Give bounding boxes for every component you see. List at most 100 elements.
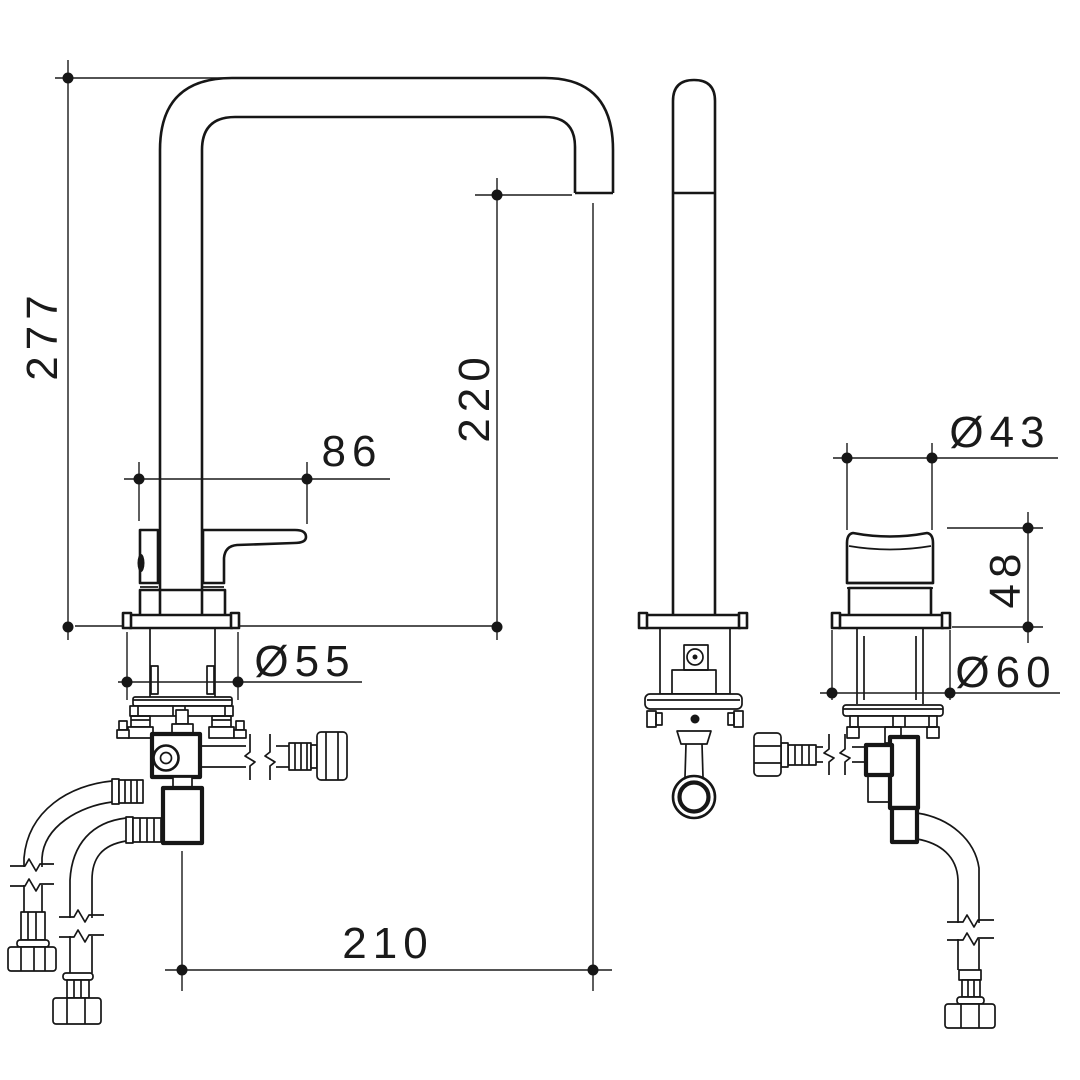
hose-ribbed-fitting xyxy=(961,979,981,998)
dim-label-body-base-diameter: Ø55 xyxy=(254,637,355,686)
valve-lower-block xyxy=(160,785,205,846)
flex-hose-down-right xyxy=(916,812,996,1029)
hose-connector-nut xyxy=(52,997,102,1025)
hose-collar xyxy=(125,816,134,844)
dim-label-outlet-height: 220 xyxy=(450,351,499,442)
dim-label-remote-base-diameter: Ø60 xyxy=(955,648,1056,697)
lower-body xyxy=(138,588,227,618)
break-symbol xyxy=(947,932,994,946)
break-symbol xyxy=(264,734,276,780)
side-nub xyxy=(926,726,940,739)
dim-label-handle-projection: 86 xyxy=(322,427,383,476)
backnut-plate xyxy=(132,696,233,707)
screw-center xyxy=(692,654,698,660)
side-tab xyxy=(727,712,735,726)
ring-stem xyxy=(701,743,704,778)
side-tab xyxy=(655,712,663,726)
valve-body xyxy=(149,731,203,780)
hose-connector-nut xyxy=(316,731,348,781)
inlet-valve-assembly xyxy=(149,709,205,846)
flex-hose-left-upper xyxy=(7,778,144,972)
control-knob xyxy=(845,531,935,585)
dimensions: 277 220 86 Ø55 xyxy=(18,60,1060,991)
break-symbol xyxy=(10,858,54,872)
dim-label-remote-handle-diameter: Ø43 xyxy=(949,408,1050,457)
valve-lower-detail xyxy=(867,774,891,803)
hose-collar xyxy=(956,996,985,1005)
fixing-screw xyxy=(686,648,704,666)
valve-side-block xyxy=(863,742,895,778)
center-screw xyxy=(690,714,700,724)
dimension-remote-handle-diameter: Ø43 xyxy=(833,408,1058,530)
spout-column xyxy=(671,78,717,616)
flex-hose-left-lower xyxy=(52,816,162,1025)
pull-ring xyxy=(671,774,717,820)
backnut-collar xyxy=(644,693,743,710)
lock-tab xyxy=(150,665,159,695)
break-symbol xyxy=(59,909,104,923)
inner-block xyxy=(671,669,717,695)
flange-cap xyxy=(830,611,842,630)
break-symbol xyxy=(244,734,256,780)
hose-collar xyxy=(111,778,120,805)
lock-tab xyxy=(206,665,215,695)
base-flange xyxy=(837,613,945,630)
body-front xyxy=(659,627,731,695)
spout-outer-profile xyxy=(158,76,615,616)
dimension-remote-base-diameter: Ø60 xyxy=(820,630,1060,700)
hose-neck xyxy=(958,969,982,981)
base-flange xyxy=(644,613,742,630)
pull-ring-inner xyxy=(677,780,711,814)
backnut-plate xyxy=(842,704,944,717)
dim-label-spout-projection: 210 xyxy=(342,919,433,968)
dimension-remote-handle-height: 48 xyxy=(947,512,1043,643)
break-symbol xyxy=(59,929,104,943)
spout-front-view xyxy=(637,78,749,820)
flex-hose-right-horizontal xyxy=(200,731,348,781)
lever-handle xyxy=(201,528,308,585)
hose-collar xyxy=(62,972,94,981)
hose-collar xyxy=(780,742,789,768)
mounting-bolts xyxy=(116,715,247,739)
dimension-overall-height: 277 xyxy=(18,60,240,640)
mixer-side-view xyxy=(7,76,615,1025)
indicator-dot xyxy=(137,554,145,572)
knob-seam xyxy=(848,545,932,551)
break-symbol xyxy=(10,878,54,892)
dimension-handle-projection: 86 xyxy=(124,427,390,524)
side-nub xyxy=(846,726,860,739)
dimension-spout-projection: 210 xyxy=(165,203,612,991)
hose-connector-nut xyxy=(7,946,57,972)
hose-connector-nut xyxy=(944,1003,996,1029)
hose-connector-nut xyxy=(753,732,782,777)
break-symbol xyxy=(839,734,851,775)
remote-mixer-side-view xyxy=(753,531,996,1029)
break-symbol xyxy=(823,734,835,775)
dim-label-remote-handle-height: 48 xyxy=(981,548,1030,609)
hose-ribbed-fitting xyxy=(20,911,46,941)
flange-cap xyxy=(940,611,952,630)
ring-stem xyxy=(684,743,687,778)
flange-cap xyxy=(229,611,241,630)
flange-cap xyxy=(637,611,649,630)
outlet-fitting xyxy=(889,805,920,845)
hose-collar xyxy=(310,744,318,769)
side-tab xyxy=(646,710,657,728)
dim-label-overall-height: 277 xyxy=(18,289,67,380)
ring-mount xyxy=(676,730,712,745)
side-tab xyxy=(733,710,744,728)
flange-cap xyxy=(737,611,749,630)
spout-inner-profile xyxy=(200,115,577,616)
flex-hose-left-horizontal xyxy=(753,732,866,777)
break-symbol xyxy=(947,914,994,928)
valve-seat xyxy=(152,744,180,772)
dimension-body-base-diameter: Ø55 xyxy=(118,632,362,700)
dimension-outlet-height: 220 xyxy=(450,178,572,640)
flange-cap xyxy=(121,611,133,630)
hose-collar xyxy=(16,939,50,948)
valve-body xyxy=(887,734,921,811)
hose-ribbed-fitting xyxy=(66,979,90,999)
base-flange xyxy=(128,613,234,630)
